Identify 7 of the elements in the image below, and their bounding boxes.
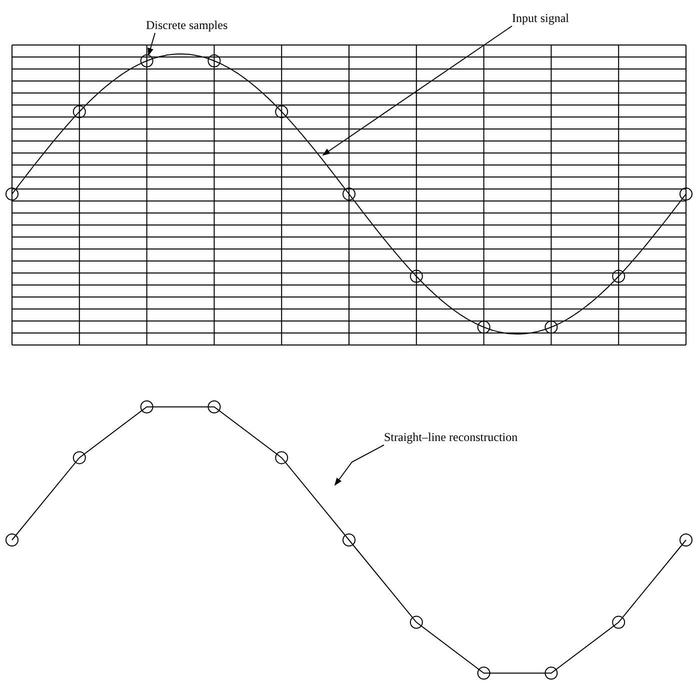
callout-text: Discrete samples xyxy=(146,18,228,32)
sample-circle xyxy=(140,54,154,68)
leader-line xyxy=(334,444,384,486)
leader-line xyxy=(322,26,512,156)
callout-text: Straight–line reconstruction xyxy=(384,430,518,444)
callout-text: Input signal xyxy=(512,11,569,25)
leader-line xyxy=(148,32,156,56)
